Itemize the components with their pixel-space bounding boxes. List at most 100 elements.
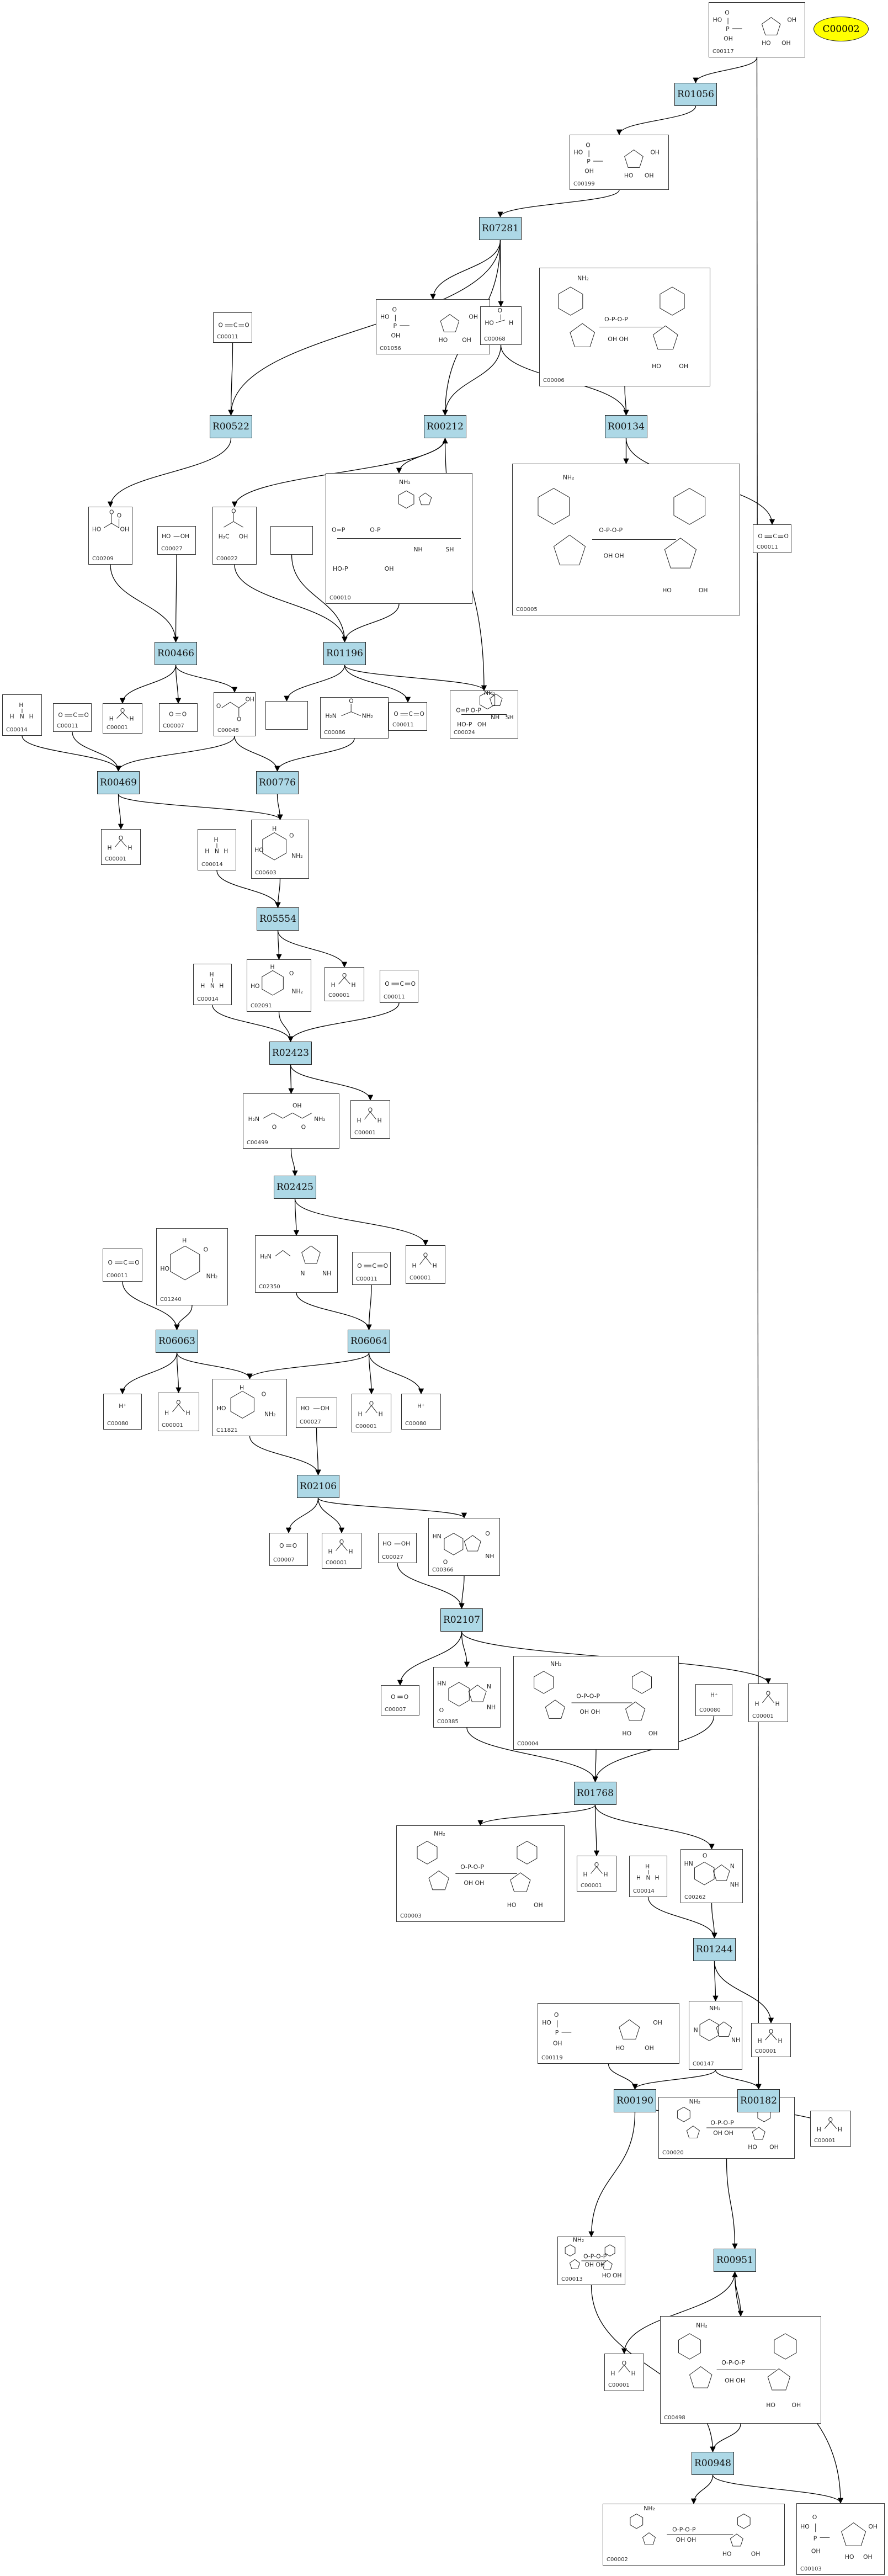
reaction-r02425[interactable]: R02425	[274, 1176, 316, 1199]
reaction-r01056[interactable]: R01056	[674, 83, 717, 106]
reaction-r05554[interactable]: R05554	[257, 907, 299, 931]
svg-text:N: N	[694, 2026, 698, 2033]
compound-c00080-a[interactable]: H⁺C00080	[103, 1394, 142, 1430]
reaction-r00776[interactable]: R00776	[256, 771, 299, 794]
compound-blank-b[interactable]	[265, 701, 308, 730]
svg-text:NH₂: NH₂	[577, 274, 589, 281]
svg-text:O-P-O-P: O-P-O-P	[672, 2526, 696, 2533]
svg-text:O: O	[703, 1852, 707, 1859]
reaction-r00182[interactable]: R00182	[737, 2089, 780, 2112]
svg-text:OH: OH	[293, 1102, 302, 1109]
reaction-r00190[interactable]: R00190	[614, 2089, 656, 2112]
edge-r00951-to-c00498	[734, 2271, 744, 2317]
svg-text:O: O	[594, 1861, 599, 1868]
reaction-r00466[interactable]: R00466	[155, 642, 197, 665]
compound-id-label: C00001	[105, 856, 126, 862]
compound-c00080-b[interactable]: H⁺C00080	[401, 1394, 441, 1430]
edge-c00006-to-r00134	[623, 386, 629, 416]
reaction-r06064[interactable]: R06064	[348, 1330, 390, 1353]
reaction-r00522[interactable]: R00522	[210, 415, 252, 438]
reaction-r02106[interactable]: R02106	[297, 1475, 339, 1498]
edge-c00020-to-r00951	[726, 2158, 738, 2250]
c00002-highlight[interactable]: C00002	[813, 17, 869, 41]
compound-id-label: C01240	[160, 1297, 182, 1303]
reaction-r07281[interactable]: R07281	[479, 217, 522, 240]
compound-blank-a[interactable]	[270, 526, 313, 555]
reaction-r00948[interactable]: R00948	[692, 2452, 734, 2475]
reaction-r02107[interactable]: R02107	[440, 1608, 483, 1632]
reaction-r06063[interactable]: R06063	[156, 1330, 198, 1353]
svg-text:O: O	[485, 1530, 490, 1537]
svg-text:NH₂: NH₂	[399, 479, 411, 486]
reaction-r00469[interactable]: R00469	[97, 771, 140, 794]
reaction-r00212[interactable]: R00212	[424, 415, 466, 438]
reaction-r02423[interactable]: R02423	[269, 1042, 312, 1065]
reaction-r00134[interactable]: R00134	[605, 415, 647, 438]
reaction-r01244[interactable]: R01244	[693, 1938, 736, 1961]
reaction-r00951[interactable]: R00951	[714, 2249, 756, 2272]
compound-c00080-c[interactable]: H⁺C00080	[695, 1684, 732, 1716]
reaction-r01768[interactable]: R01768	[574, 1782, 616, 1805]
reaction-r01196[interactable]: R01196	[323, 642, 366, 665]
